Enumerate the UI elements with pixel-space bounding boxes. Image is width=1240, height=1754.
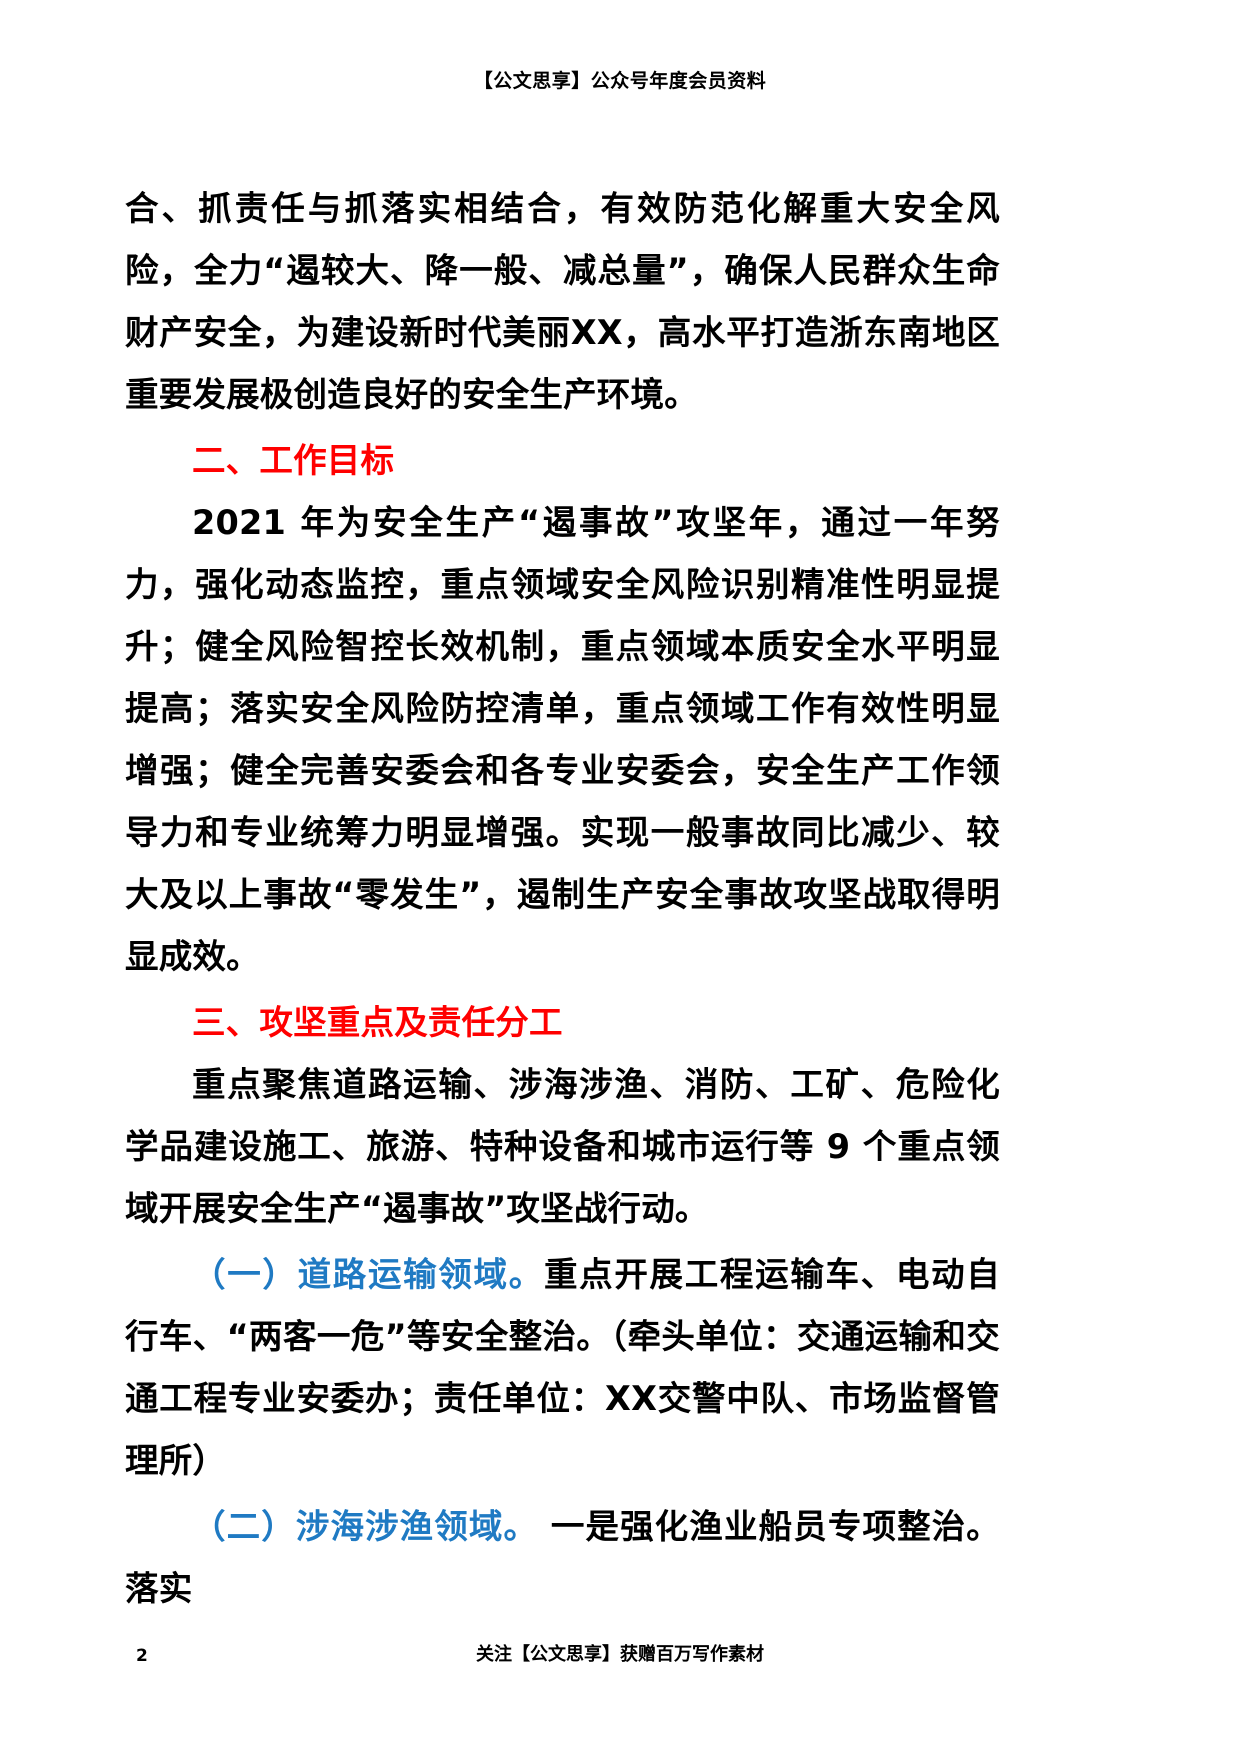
page-number: 2 — [136, 1646, 148, 1666]
paragraph-item-one: （一）道路运输领域。重点开展工程运输车、电动自行车、“两客一危”等安全整治。（牵… — [125, 1244, 1000, 1492]
subheading-marine-fishery: （二）涉海涉渔领域。 — [192, 1507, 539, 1546]
paragraph-item-one-body: 重点开展工程运输车、电动自行车、“两客一危”等安全整治。（牵头单位：交通运输和交… — [125, 1255, 1000, 1480]
heading-section-two: 二、工作目标 — [192, 441, 395, 480]
paragraph-item-two: （二）涉海涉渔领域。 一是强化渔业船员专项整治。落实 — [125, 1496, 1000, 1620]
heading-section-three: 三、攻坚重点及责任分工 — [192, 1003, 563, 1042]
running-footer: 2 关注【公文思享】获赠百万写作素材 — [0, 1646, 1240, 1672]
paragraph-work-goals: 2021 年为安全生产“遏事故”攻坚年，通过一年努力，强化动态监控，重点领域安全… — [125, 503, 1000, 976]
paragraph-item-two-body: 一是强化渔业船员专项整治。落实 — [125, 1507, 1001, 1608]
header-title: 【公文思享】公众号年度会员资料 — [473, 70, 767, 92]
footer-text: 关注【公文思享】获赠百万写作素材 — [476, 1644, 764, 1665]
document-body: 合、抓责任与抓落实相结合，有效防范化解重大安全风险，全力“遏较大、降一般、减总量… — [125, 178, 1000, 1624]
running-header: 【公文思享】公众号年度会员资料 — [0, 72, 1240, 91]
subheading-road-transport: （一）道路运输领域。 — [192, 1255, 544, 1294]
paragraph-key-focus: 重点聚焦道路运输、涉海涉渔、消防、工矿、危险化学品建设施工、旅游、特种设备和城市… — [125, 1065, 1000, 1228]
paragraph-continued: 合、抓责任与抓落实相结合，有效防范化解重大安全风险，全力“遏较大、降一般、减总量… — [125, 189, 1000, 414]
